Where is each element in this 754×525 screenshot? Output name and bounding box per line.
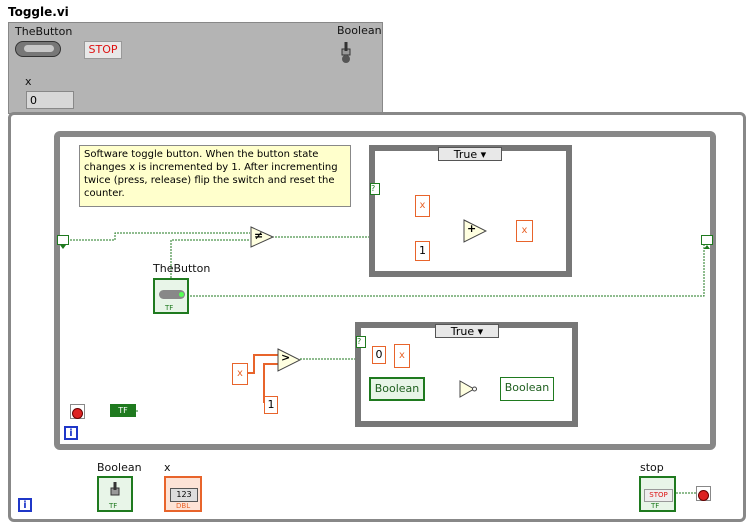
constant-one-a: 1 bbox=[415, 241, 430, 261]
case-selector-2-label: True bbox=[450, 325, 475, 338]
add-node: + bbox=[463, 219, 488, 243]
x-local-compare: x bbox=[232, 363, 248, 385]
not-equal-symbol: ≠ bbox=[254, 229, 264, 242]
comment-box: Software toggle button. When the button … bbox=[79, 145, 351, 207]
greater-symbol: > bbox=[281, 351, 291, 364]
case-selector-1-label: True bbox=[453, 148, 478, 161]
stop-terminal[interactable]: STOP TF bbox=[639, 476, 676, 512]
case-structure-2 bbox=[355, 322, 578, 427]
shift-register-right bbox=[701, 235, 713, 249]
not-node bbox=[459, 380, 477, 398]
add-symbol: + bbox=[467, 222, 477, 235]
dbl-badge: DBL bbox=[176, 502, 191, 510]
stop-tf-badge: TF bbox=[651, 502, 660, 510]
stop-terminal-text: STOP bbox=[644, 489, 673, 502]
x-terminal-label: x bbox=[164, 461, 171, 474]
case-structure-1 bbox=[369, 145, 572, 277]
stop-terminal-label: stop bbox=[640, 461, 664, 474]
button-terminal-label: TheButton bbox=[153, 262, 211, 275]
boolean-label: Boolean bbox=[337, 24, 382, 37]
case-selector-terminal-2: ? bbox=[356, 336, 366, 348]
front-panel: TheButton STOP Boolean x 0 bbox=[8, 22, 383, 114]
window-title: Toggle.vi bbox=[8, 5, 69, 19]
boolean-toggle-switch[interactable] bbox=[340, 39, 352, 65]
numeric-badge: 123 bbox=[170, 488, 198, 502]
boolean-local-write: Boolean bbox=[500, 377, 554, 401]
case-selector-1[interactable]: True ▾ bbox=[438, 147, 502, 161]
x-local-write: x bbox=[516, 220, 533, 242]
boolean-tf-badge: TF bbox=[109, 502, 118, 510]
x-label: x bbox=[25, 75, 32, 88]
constant-one-b: 1 bbox=[264, 396, 278, 414]
x-local-reset: x bbox=[394, 344, 410, 368]
case-selector-2[interactable]: True ▾ bbox=[435, 324, 499, 338]
boolean-local-read: Boolean bbox=[369, 377, 425, 401]
stop-button[interactable]: STOP bbox=[84, 41, 122, 59]
toggle-button[interactable] bbox=[15, 41, 61, 57]
x-numeric-field[interactable]: 0 bbox=[26, 91, 74, 109]
boolean-terminal[interactable]: TF bbox=[97, 476, 133, 512]
tf-badge: TF bbox=[165, 304, 174, 312]
boolean-terminal-label: Boolean bbox=[97, 461, 142, 474]
shift-register-left bbox=[57, 235, 69, 249]
loop-condition-terminal bbox=[70, 404, 85, 419]
while-loop bbox=[54, 131, 716, 450]
button-terminal[interactable]: TF bbox=[153, 278, 189, 314]
x-local-read: x bbox=[415, 195, 430, 217]
loop-iteration-icon: i bbox=[64, 426, 78, 440]
not-equal-node: ≠ bbox=[250, 226, 275, 248]
x-numeric-terminal[interactable]: 123 DBL bbox=[164, 476, 202, 512]
stop-condition-terminal bbox=[696, 486, 711, 501]
case-selector-terminal-1: ? bbox=[370, 183, 380, 195]
button-label: TheButton bbox=[15, 25, 73, 38]
greater-node: > bbox=[277, 348, 302, 372]
true-constant: TF bbox=[110, 404, 136, 417]
diagram-info-icon: i bbox=[18, 498, 32, 512]
constant-zero: 0 bbox=[372, 346, 386, 364]
